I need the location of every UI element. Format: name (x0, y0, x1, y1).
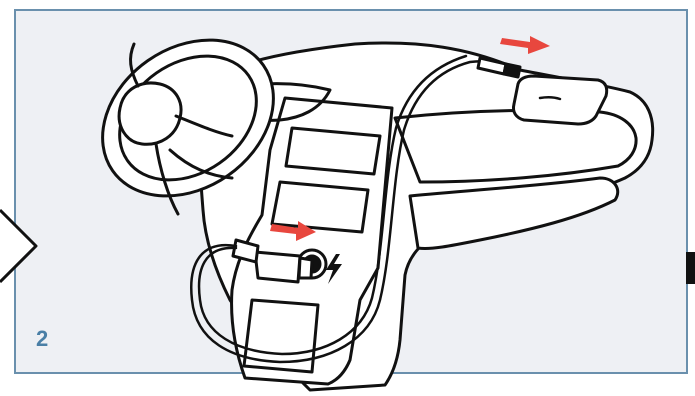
steering-wheel (101, 38, 275, 216)
charger-plug (231, 238, 314, 284)
top-vent (284, 126, 382, 176)
right-arrow-icon (270, 221, 316, 241)
charging-cable (190, 59, 507, 364)
next-step-edge[interactable] (686, 252, 695, 284)
step-number: 2 (36, 326, 49, 351)
previous-step-chevron-icon[interactable] (0, 206, 40, 286)
right-arrow-icon (500, 36, 550, 54)
middle-vent (270, 180, 370, 234)
glovebox-panel (408, 176, 620, 250)
glovebox-upper-band (393, 108, 638, 184)
lightning-bolt-icon (326, 254, 342, 284)
